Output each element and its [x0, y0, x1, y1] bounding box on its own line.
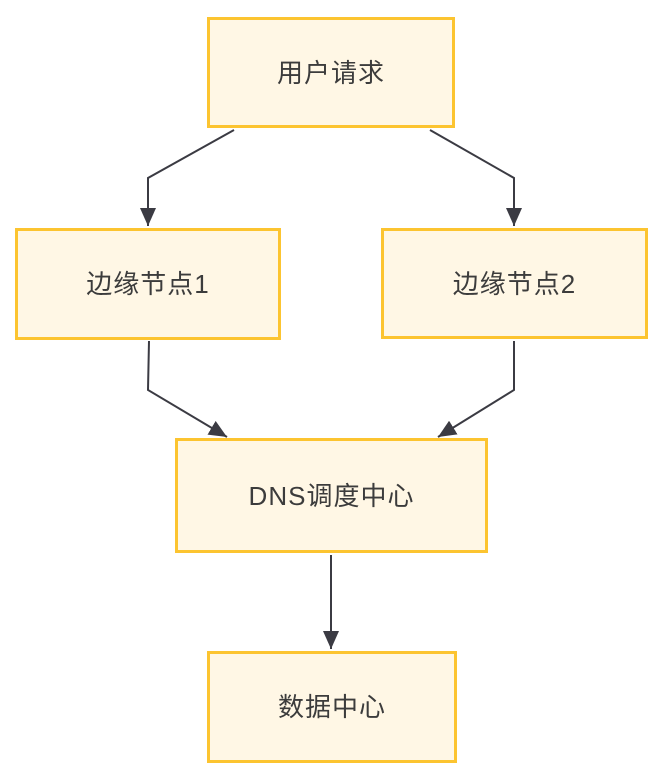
edge-user-request-to-edge-node-2 [429, 129, 522, 226]
node-edge-node-2: 边缘节点2 [381, 228, 648, 339]
node-dns-center: DNS调度中心 [175, 438, 488, 553]
node-data-center-label: 数据中心 [277, 692, 386, 722]
node-edge-node-1: 边缘节点1 [15, 228, 281, 340]
node-edge-node-1-label: 边缘节点1 [86, 269, 210, 299]
edge-edge-node-1-to-dns-center [146, 340, 228, 438]
node-user-request: 用户请求 [207, 17, 455, 128]
edge-edge-node-2-to-dns-center [437, 341, 515, 438]
edge-user-request-to-edge-node-1 [140, 129, 235, 226]
node-dns-center-label: DNS调度中心 [248, 480, 415, 511]
node-user-request-label: 用户请求 [276, 57, 385, 88]
node-edge-node-2-label: 边缘节点2 [452, 268, 577, 299]
node-data-center: 数据中心 [207, 651, 457, 763]
